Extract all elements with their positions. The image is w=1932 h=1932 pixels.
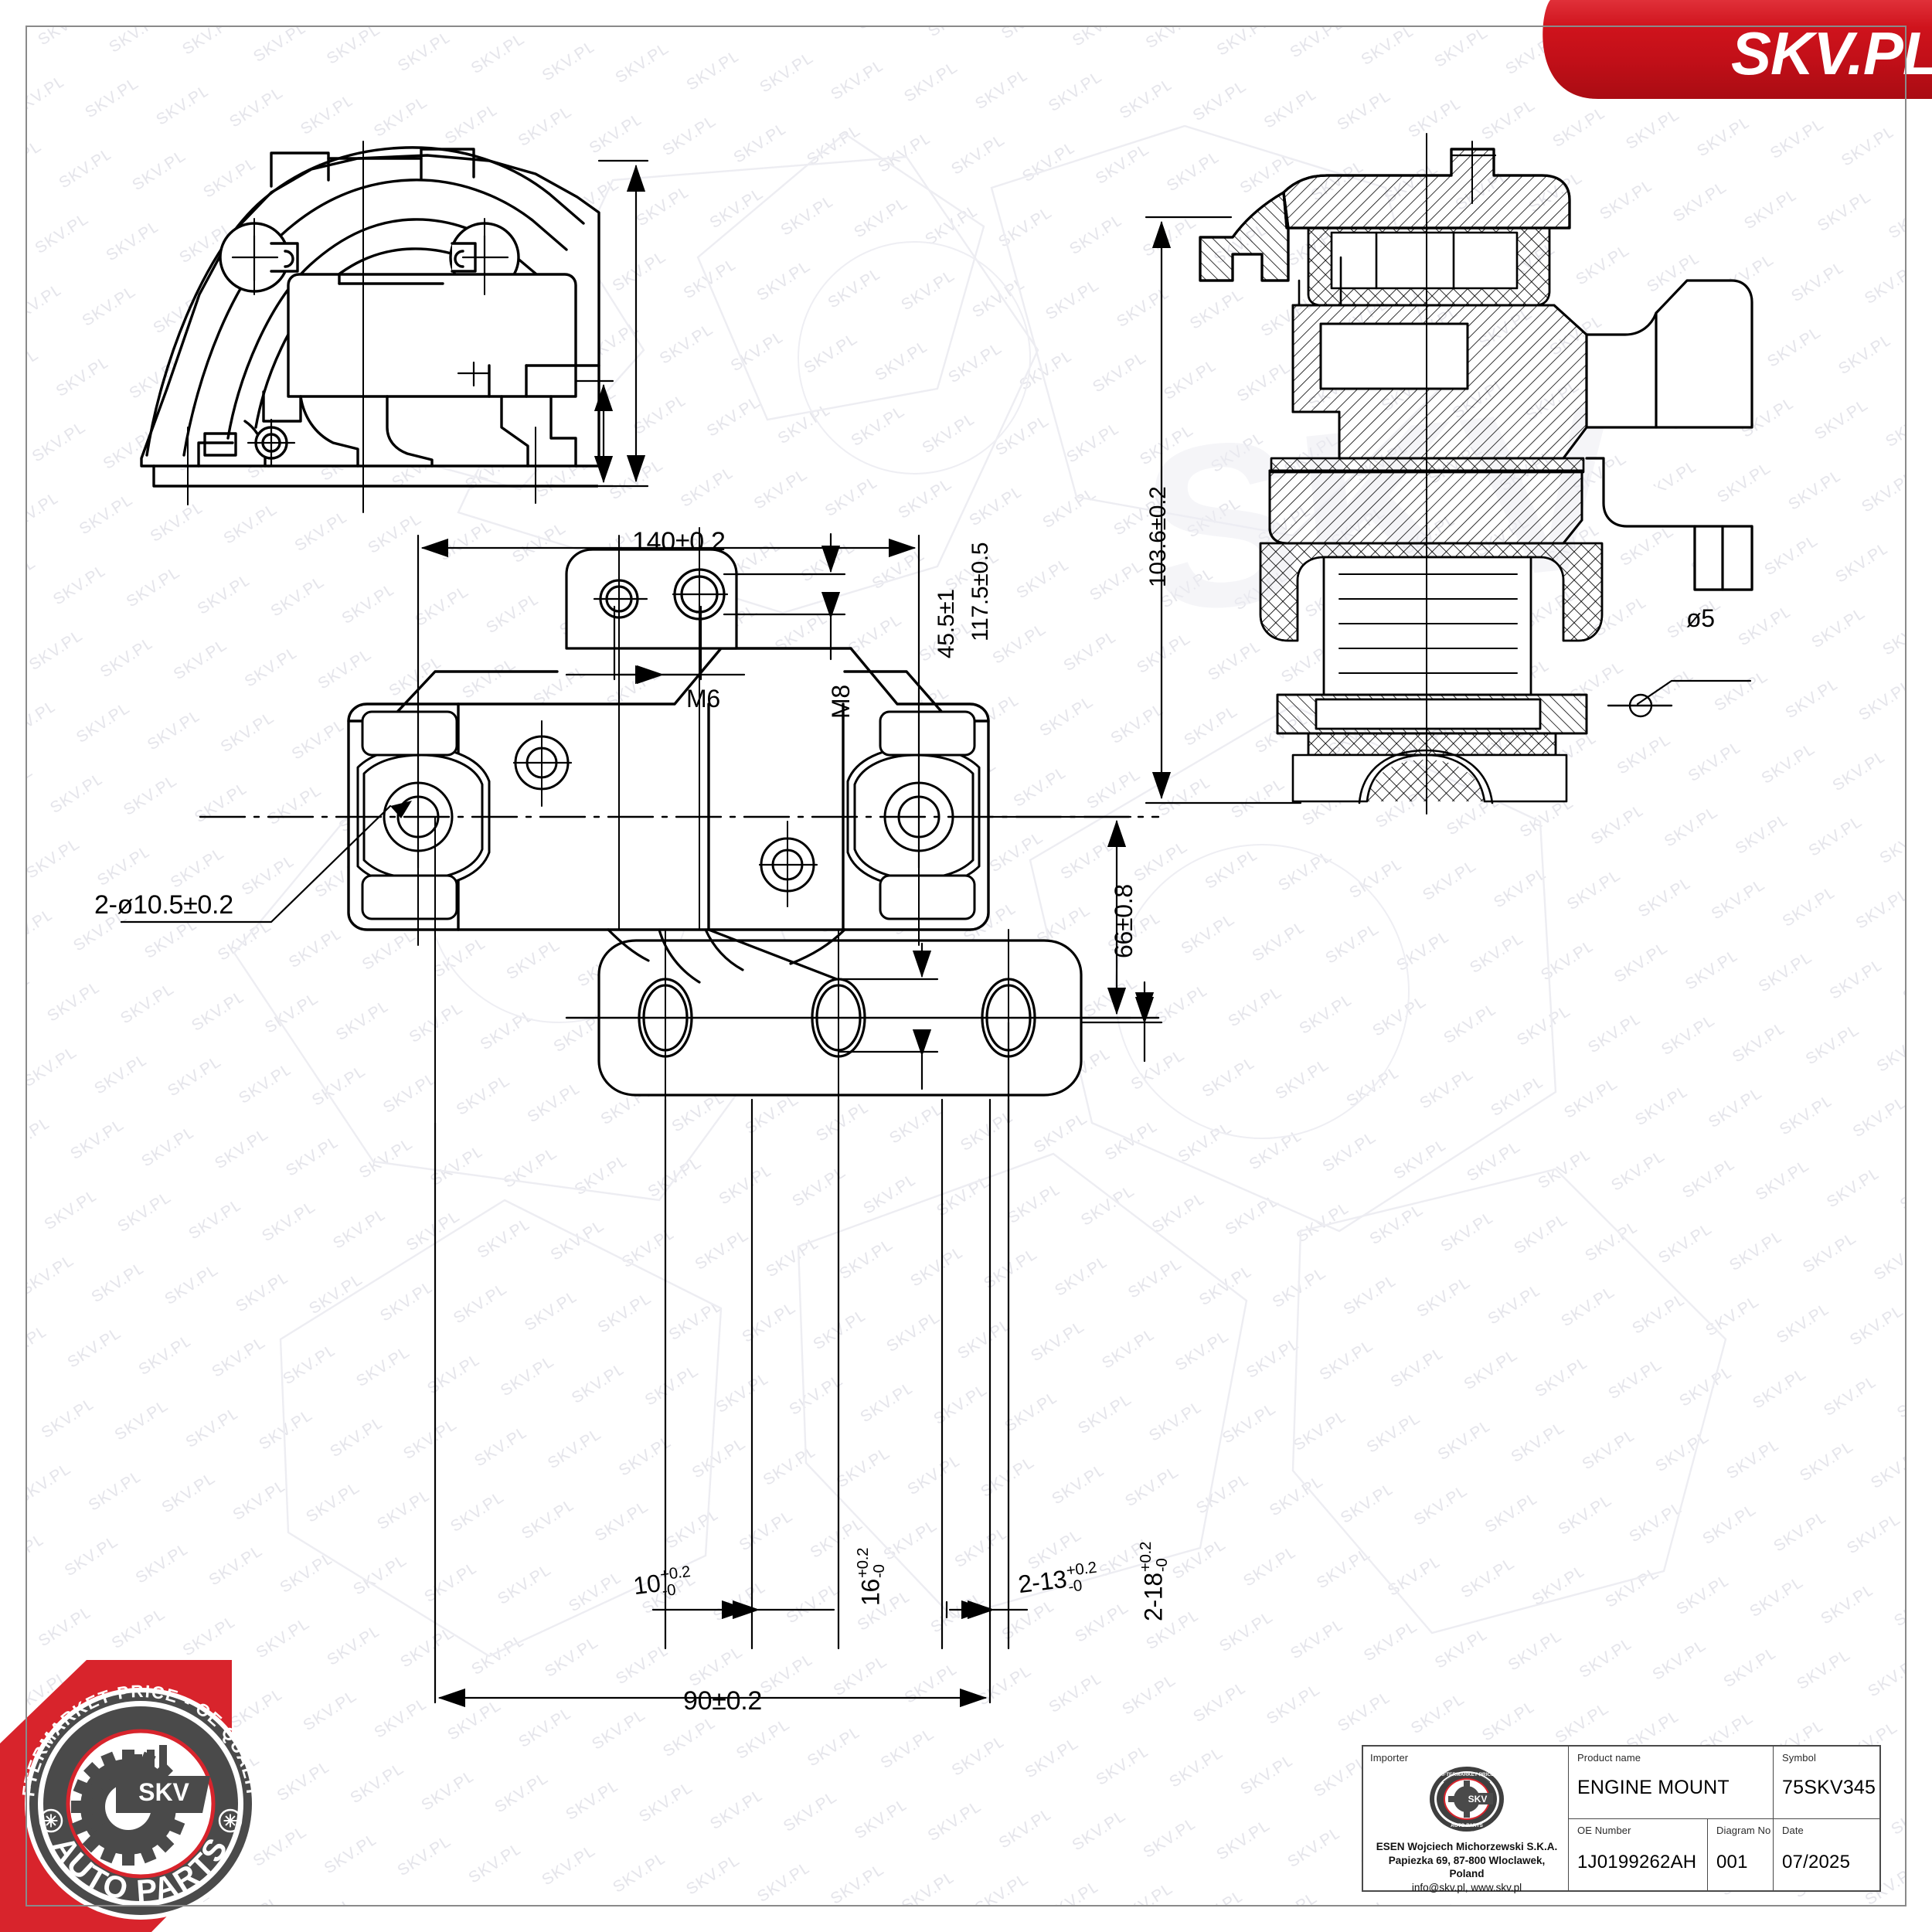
badge-seal: AFTERMARKET PRICE - OE QUALITY AUTO PART… [0,1660,261,1920]
symbol-label: Symbol [1782,1752,1816,1764]
section-view-dimension-lines [1145,216,1752,804]
svg-text:SKV: SKV [1468,1794,1488,1804]
product-name-label: Product name [1577,1752,1641,1764]
title-block-importer-cell: Importer SKV [1363,1747,1569,1893]
bottom-plan-view [199,527,1160,1127]
oe-number-cell: OE Number 1J0199262AH [1569,1818,1708,1890]
side-elevation-view [140,146,600,488]
auto-parts-quality-badge: AFTERMARKET PRICE - OE QUALITY AUTO PART… [0,1660,278,1932]
skv-pl-wordmark: SKV.PL [1731,19,1932,87]
dim-2-dia-10-5: 2-ø10.5±0.2 [94,890,233,920]
date-label: Date [1782,1824,1804,1836]
title-block: Importer SKV [1362,1745,1881,1893]
importer-label: Importer [1370,1752,1409,1764]
side-view-centerlines [187,141,536,513]
date-cell: Date 07/2025 [1774,1819,1879,1891]
importer-contact: info@skv.pl, www.skv.pl [1411,1881,1522,1893]
svg-text:✳: ✳ [223,1811,237,1831]
product-name-value: ENGINE MOUNT [1577,1777,1730,1798]
dim-m6: M6 [686,685,720,713]
svg-text:SKV.PL: SKV.PL [1731,19,1932,87]
dim-90: 90±0.2 [683,1686,762,1716]
symbol-cell: Symbol 75SKV345 [1774,1747,1879,1818]
skv-pl-banner: SKV.PL [1499,0,1932,99]
symbol-value: 75SKV345 [1782,1777,1876,1798]
oe-number-label: OE Number [1577,1824,1631,1836]
skv-seal-logo-small: SKV AFTERMARKET PRICE AUTO PARTS [1423,1765,1510,1837]
diagram-no-cell: Diagram No 001 [1708,1818,1774,1890]
section-view [1199,133,1753,815]
bottom-view-dimension-lines [120,532,1163,1708]
gear-icon [71,1745,210,1866]
importer-name: ESEN Wojciech Michorzewski S.K.A. [1376,1841,1558,1852]
svg-text:AFTERMARKET PRICE: AFTERMARKET PRICE [1439,1772,1495,1777]
svg-text:AUTO PARTS: AUTO PARTS [1451,1823,1483,1828]
badge-center-text: SKV [138,1778,189,1806]
product-name-cell: Product name ENGINE MOUNT [1569,1747,1774,1818]
diagram-no-label: Diagram No [1716,1824,1771,1836]
date-value: 07/2025 [1782,1851,1851,1872]
oe-number-value: 1J0199262AH [1577,1851,1697,1872]
dim-diameter-5: ø5 [1686,604,1715,632]
svg-text:✳: ✳ [44,1811,58,1831]
diagram-no-value: 001 [1716,1851,1748,1872]
dim-140: 140±0.2 [632,527,726,556]
side-view-dimension-lines [574,159,649,488]
importer-address: Papiezka 69, 87-800 Wloclawek, Poland [1388,1854,1546,1880]
technical-drawing [26,26,1906,1906]
